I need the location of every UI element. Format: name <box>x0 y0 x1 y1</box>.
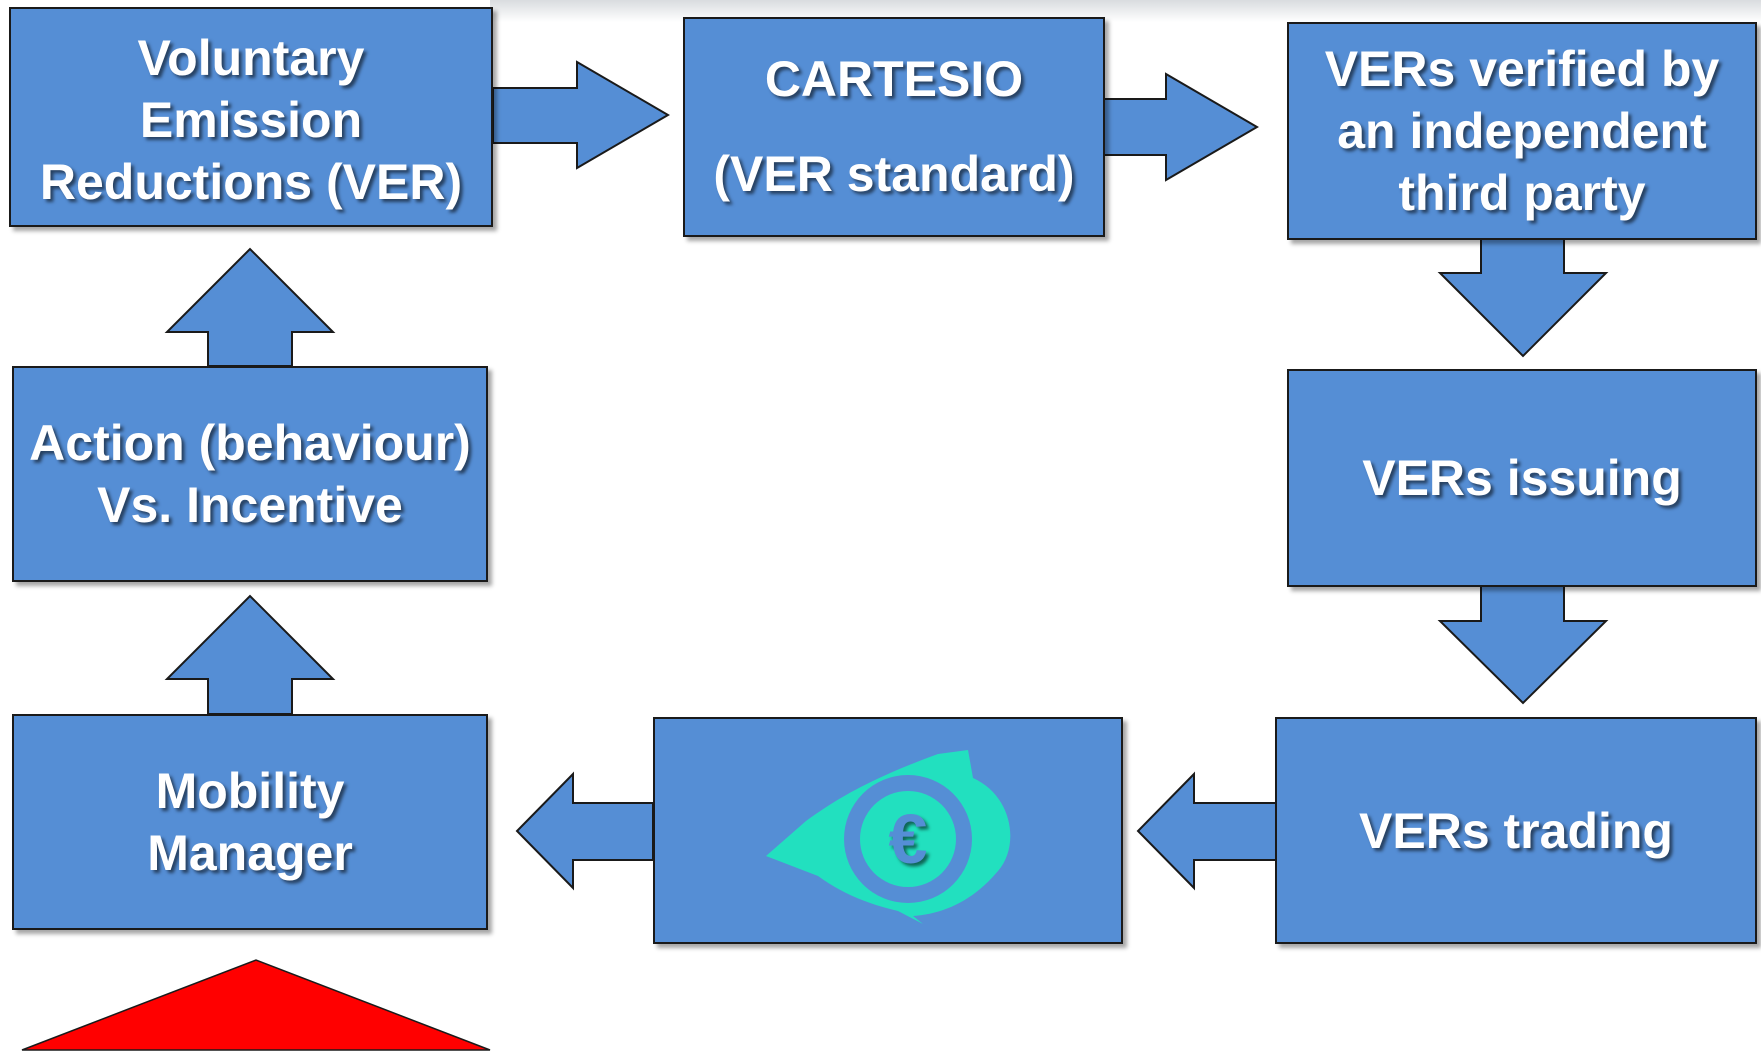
arrow-action-to-voluntary <box>164 247 336 367</box>
box-voluntary-line-3: Reductions (VER) <box>39 154 463 210</box>
box-voluntary-emission-reductions: Voluntary Emission Reductions (VER) <box>9 7 493 227</box>
euro-symbol: € <box>889 800 928 878</box>
box-issuing-label: VERs issuing <box>1362 450 1682 506</box>
box-cartesio-line-2: (VER standard) <box>713 146 1075 202</box>
box-verified-line-2: an independent <box>1337 103 1707 159</box>
euro-eye-icon: € <box>766 749 1011 924</box>
box-verified-line-3: third party <box>1398 165 1646 221</box>
box-vers-trading: VERs trading <box>1275 717 1757 944</box>
box-action-incentive: Action (behaviour) Vs. Incentive <box>12 366 488 582</box>
arrow-issuing-to-trading <box>1437 584 1609 705</box>
box-mobility-manager: Mobility Manager <box>12 714 488 930</box>
box-cartesio-line-1: CARTESIO <box>764 51 1024 107</box>
box-vers-verified: VERs verified by an independent third pa… <box>1287 22 1757 240</box>
box-cartesio: CARTESIO (VER standard) <box>683 17 1105 237</box>
box-vers-issuing: VERs issuing <box>1287 369 1757 587</box>
arrow-cartesio-to-verified <box>1103 72 1259 182</box>
arrow-ver-to-cartesio <box>492 60 670 170</box>
arrow-verified-to-issuing <box>1437 237 1609 358</box>
top-gradient-bar <box>490 0 1761 22</box>
box-verified-line-1: VERs verified by <box>1324 41 1720 97</box>
red-triangle-shape <box>21 959 491 1051</box>
arrow-euro-to-mobility <box>515 771 654 891</box>
box-euro-eye: € <box>653 717 1123 944</box>
box-voluntary-line-2: Emission <box>139 92 363 148</box>
box-action-line-2: Vs. Incentive <box>97 477 403 533</box>
arrow-mobility-to-action <box>164 594 336 715</box>
box-action-line-1: Action (behaviour) <box>29 415 471 471</box>
box-mobility-line-1: Mobility <box>155 763 345 819</box>
box-trading-label: VERs trading <box>1359 802 1673 859</box>
box-mobility-line-2: Manager <box>147 825 353 881</box>
box-voluntary-line-1: Voluntary <box>137 30 365 86</box>
arrow-trading-to-euro <box>1136 771 1277 891</box>
